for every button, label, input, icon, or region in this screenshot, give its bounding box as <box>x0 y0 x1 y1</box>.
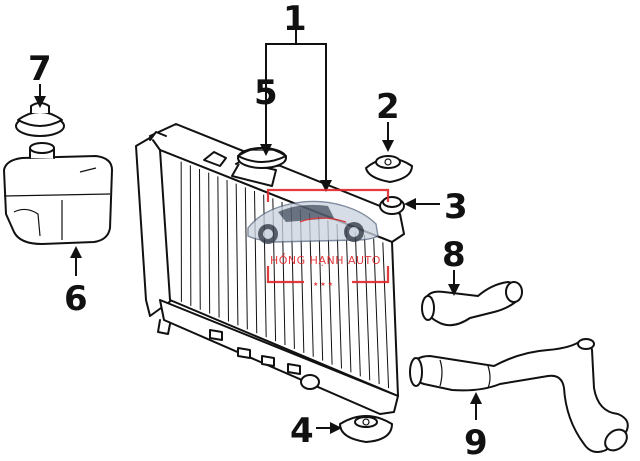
hong-hanh-auto-watermark: HỒNG HẠNH AUTO ★ ★ ★ <box>247 188 390 288</box>
car-logo <box>247 200 379 244</box>
callout-3: 3 <box>444 187 468 227</box>
radiator-fin <box>199 168 201 310</box>
callout-2: 2 <box>376 87 400 127</box>
radiator-fin <box>382 242 390 389</box>
radiator-fin <box>336 223 342 369</box>
lower-radiator-hose-part <box>409 338 629 453</box>
upper-radiator-hose-part <box>421 281 523 327</box>
radiator-fin <box>208 172 211 314</box>
coolant-reservoir-part <box>3 142 113 245</box>
watermark-stars: ★ ★ ★ <box>313 281 333 288</box>
callout-labels: 1 5 2 3 7 6 8 9 4 <box>28 0 488 461</box>
upper-mount-cushion-part <box>365 155 413 183</box>
callout-1: 1 <box>283 0 307 39</box>
radiator-fin <box>244 187 248 330</box>
callout-9: 9 <box>464 423 488 461</box>
callout-4: 4 <box>290 411 314 451</box>
radiator-cap-part <box>237 147 287 169</box>
reservoir-cap-part <box>15 102 65 137</box>
radiator-fin <box>235 183 239 326</box>
watermark-text: HỒNG HẠNH AUTO <box>270 253 381 267</box>
radiator-fin <box>226 179 229 322</box>
radiator-fin <box>217 176 220 318</box>
callout-6: 6 <box>64 279 88 319</box>
leader-lines <box>34 30 482 434</box>
radiator-fin <box>354 231 361 377</box>
radiator-fin <box>189 165 192 306</box>
leader-1 <box>265 43 327 72</box>
radiator-fin <box>327 220 333 365</box>
radiator-fin <box>345 227 352 373</box>
radiator-fin <box>373 238 380 385</box>
lower-mount-cushion-part <box>339 415 393 443</box>
grommet-part <box>379 196 405 215</box>
callout-5: 5 <box>254 73 278 113</box>
callout-8: 8 <box>442 235 466 275</box>
callout-7: 7 <box>28 49 52 89</box>
watermark-frame <box>266 188 390 284</box>
radiator-fin <box>254 190 258 334</box>
radiator-fin <box>364 234 371 381</box>
